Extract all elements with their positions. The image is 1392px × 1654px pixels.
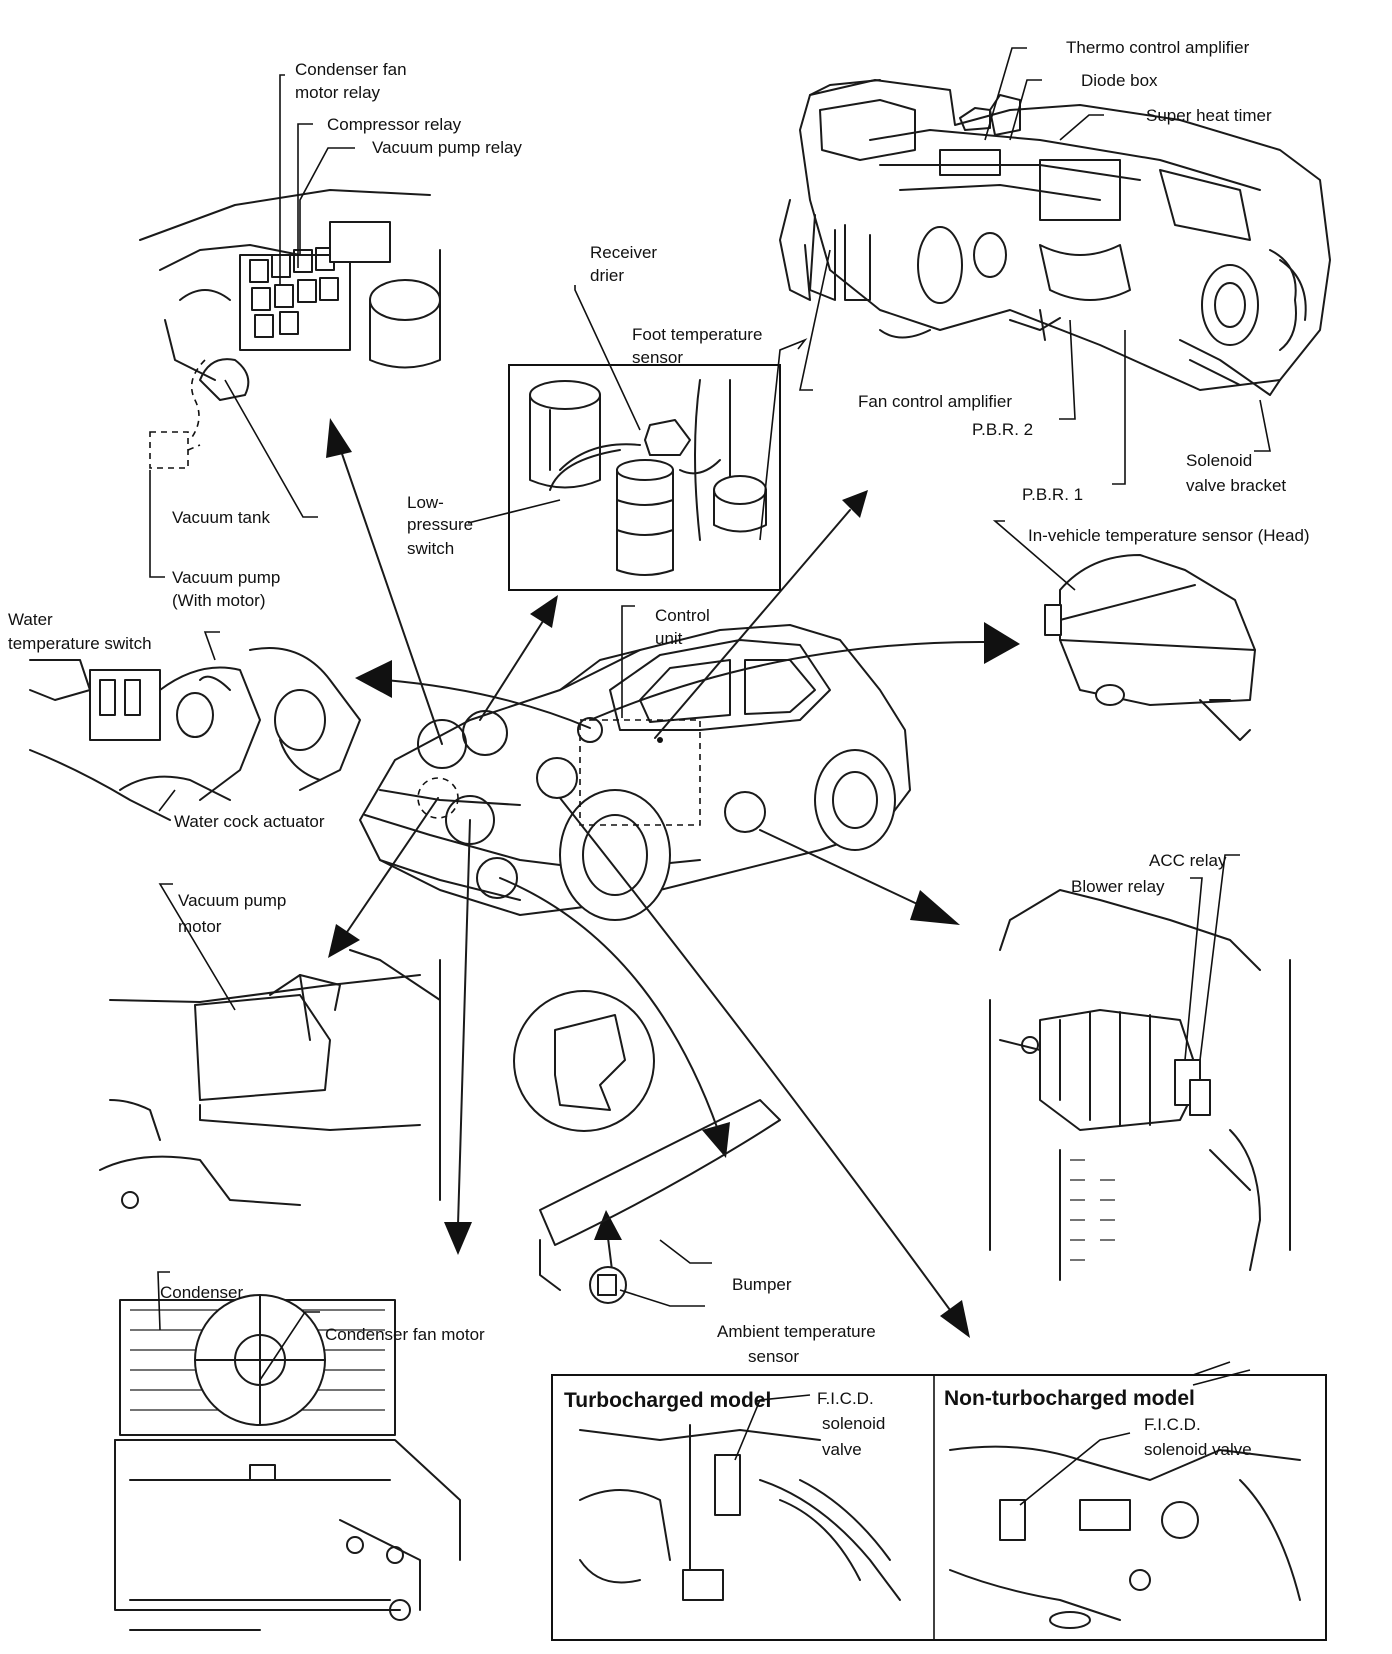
label-water-temp-switch-1: Water xyxy=(8,610,53,629)
label-low-pressure-switch-1: Low- xyxy=(407,493,444,512)
label-ficd-nonturbo-2: solenoid valve xyxy=(1144,1440,1252,1459)
labels: Condenser fan motor relay Compressor rel… xyxy=(8,38,1310,1459)
label-compressor-relay: Compressor relay xyxy=(327,115,462,134)
ficd-box xyxy=(551,1374,1327,1641)
label-receiver-drier-2: drier xyxy=(590,266,624,285)
arrows xyxy=(326,418,1020,1338)
label-water-cock-actuator: Water cock actuator xyxy=(174,812,325,831)
label-receiver-drier-1: Receiver xyxy=(590,243,657,262)
car-illustration xyxy=(359,624,911,921)
vacuum-pump-motor-illustration xyxy=(99,949,441,1209)
relay-box-illustration xyxy=(139,189,441,469)
label-solenoid-valve-bracket-2: valve bracket xyxy=(1186,476,1286,495)
label-vacuum-pump-relay: Vacuum pump relay xyxy=(372,138,522,157)
label-non-turbo-model: Non-turbocharged model xyxy=(944,1387,1195,1410)
receiver-drier-illustration xyxy=(508,364,781,591)
label-blower-relay: Blower relay xyxy=(1071,877,1165,896)
label-acc-relay: ACC relay xyxy=(1149,851,1227,870)
label-condenser: Condenser xyxy=(160,1283,244,1302)
label-ficd-nonturbo-1: F.I.C.D. xyxy=(1144,1415,1201,1434)
label-foot-temp-sensor-2: sensor xyxy=(632,348,683,367)
label-ficd-turbo-3: valve xyxy=(822,1440,862,1459)
label-vacuum-pump-2: (With motor) xyxy=(172,591,266,610)
label-thermo-control-amplifier: Thermo control amplifier xyxy=(1066,38,1250,57)
label-low-pressure-switch-3: switch xyxy=(407,539,454,558)
label-vacuum-tank: Vacuum tank xyxy=(172,508,270,527)
heater-unit-illustration xyxy=(779,79,1331,396)
label-vacuum-pump-1: Vacuum pump xyxy=(172,568,280,587)
label-control-unit-1: Control xyxy=(655,606,710,625)
bumper-illustration xyxy=(513,990,781,1304)
label-diode-box: Diode box xyxy=(1081,71,1158,90)
label-bumper: Bumper xyxy=(732,1275,792,1294)
label-pbr2: P.B.R. 2 xyxy=(972,420,1033,439)
label-pbr1: P.B.R. 1 xyxy=(1022,485,1083,504)
condenser-illustration xyxy=(114,1294,461,1631)
label-ambient-temp-sensor-2: sensor xyxy=(748,1347,799,1366)
label-in-vehicle-temp-sensor: In-vehicle temperature sensor (Head) xyxy=(1028,526,1310,545)
label-foot-temp-sensor-1: Foot temperature xyxy=(632,325,762,344)
label-ficd-turbo-1: F.I.C.D. xyxy=(817,1389,874,1408)
label-super-heat-timer: Super heat timer xyxy=(1146,106,1272,125)
label-water-temp-switch-2: temperature switch xyxy=(8,634,152,653)
label-condenser-fan-motor: Condenser fan motor xyxy=(325,1325,485,1344)
label-condenser-fan-motor-relay-1: Condenser fan xyxy=(295,60,407,79)
label-turbo-model: Turbocharged model xyxy=(564,1389,771,1412)
label-solenoid-valve-bracket-1: Solenoid xyxy=(1186,451,1252,470)
water-cock-illustration xyxy=(29,647,361,821)
label-vacuum-pump-motor-1: Vacuum pump xyxy=(178,891,286,910)
label-fan-control-amplifier: Fan control amplifier xyxy=(858,392,1012,411)
label-low-pressure-switch-2: pressure xyxy=(407,515,473,534)
blower-relay-illustration xyxy=(989,889,1291,1281)
label-control-unit-2: unit xyxy=(655,629,683,648)
in-vehicle-sensor-illustration xyxy=(1044,554,1256,741)
leader-lines xyxy=(149,47,1271,1506)
label-ficd-turbo-2: solenoid xyxy=(822,1414,885,1433)
label-ambient-temp-sensor-1: Ambient temperature xyxy=(717,1322,876,1341)
label-vacuum-pump-motor-2: motor xyxy=(178,917,222,936)
label-condenser-fan-motor-relay-2: motor relay xyxy=(295,83,381,102)
